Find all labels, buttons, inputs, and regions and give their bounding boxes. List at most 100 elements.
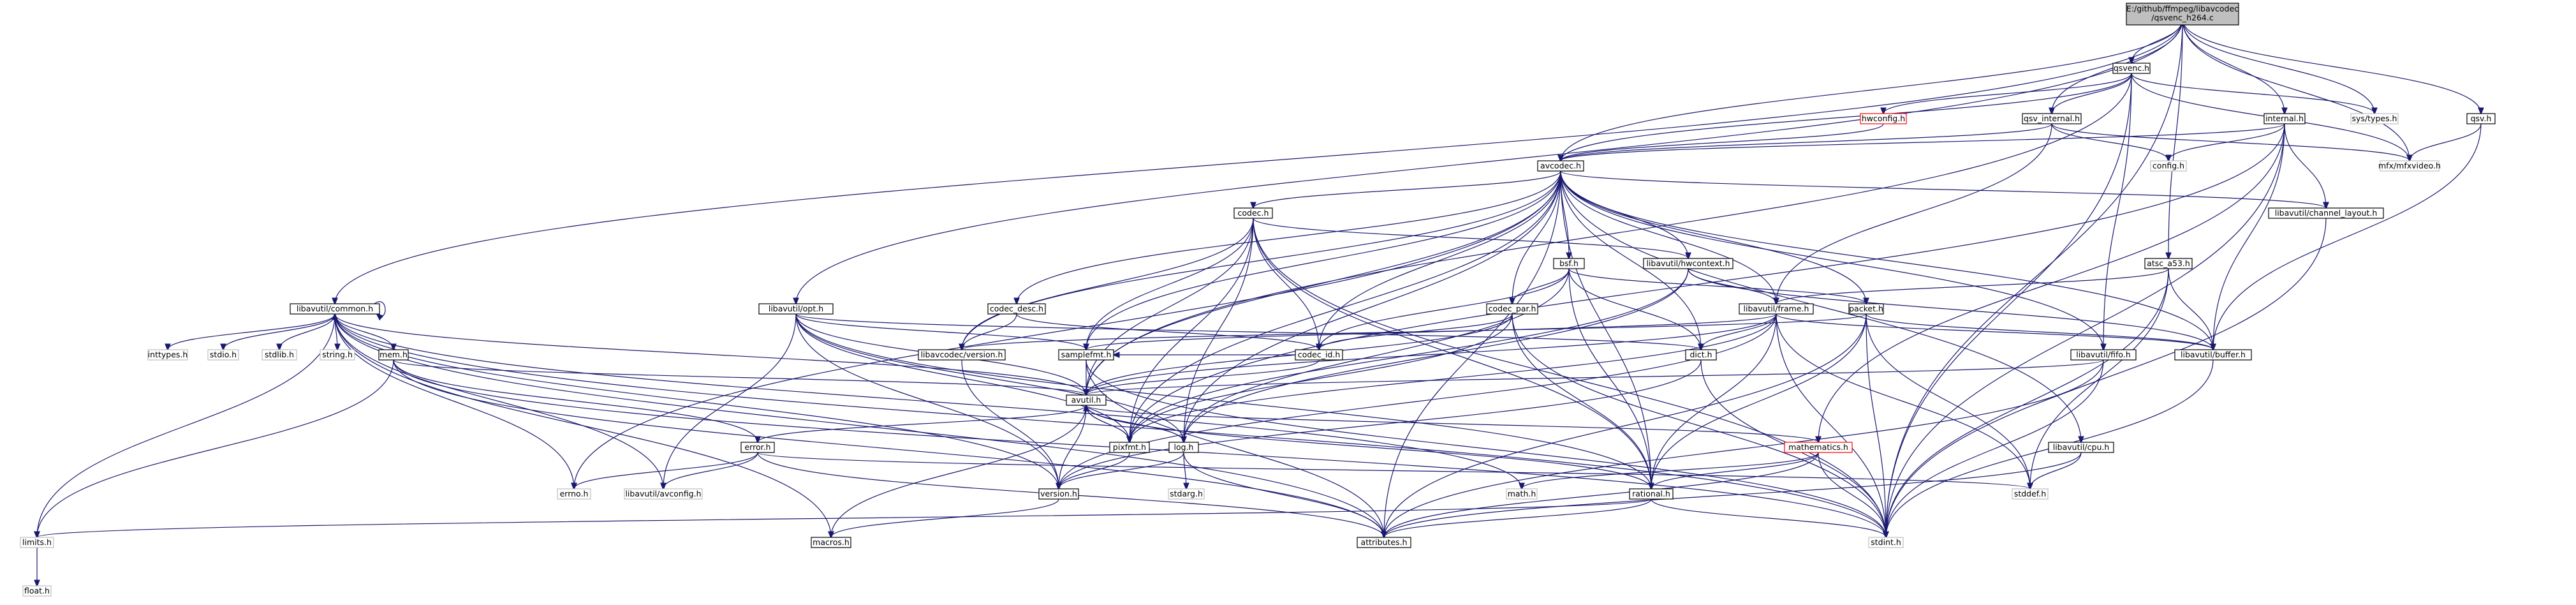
node-atsc-a53-h[interactable]: atsc_a53.h: [2144, 258, 2193, 269]
edge-codec_h-to-samplefmt_h: [1086, 218, 1254, 350]
node-box: [2150, 160, 2187, 172]
node-macros-h[interactable]: macros.h: [811, 537, 851, 548]
edge-mathematics_h-to-stdint_h: [1818, 452, 1886, 537]
node-internal-h[interactable]: internal.h: [2263, 113, 2306, 124]
edge-root-to-common_h: [335, 19, 2183, 304]
edge-common_h-to-stdint_h: [334, 313, 1886, 537]
node-packet-h[interactable]: packet.h: [1848, 303, 1884, 315]
node-qsv-internal-h[interactable]: qsv_internal.h: [2022, 113, 2082, 124]
node-error-h[interactable]: error.h: [740, 442, 775, 453]
node-label: packet.h: [1849, 304, 1883, 313]
node-label: macros.h: [813, 537, 850, 547]
edge-atsc_a53_h-to-stdint_h: [1886, 268, 2169, 537]
node-frame-h[interactable]: libavutil/frame.h: [1739, 303, 1814, 315]
node-box: [207, 349, 239, 361]
edge-qsvenc_h-to-avutil_h: [1086, 73, 2132, 395]
edge-frame_h-to-stddef_h: [1776, 313, 2030, 489]
node-hwcontext-h[interactable]: libavutil/hwcontext.h: [1643, 258, 1733, 269]
node-label: libavutil/buffer.h: [2181, 350, 2246, 359]
edge-opt_h-to-rational_h: [795, 313, 1651, 489]
node-label: mathematics.h: [1788, 442, 1848, 452]
node-buffer-h[interactable]: libavutil/buffer.h: [2174, 349, 2252, 361]
node-rational-h[interactable]: rational.h: [1629, 488, 1674, 500]
node-qsvenc-h[interactable]: qsvenc.h: [2112, 63, 2151, 74]
edge-avutil_h-to-version_h: [1059, 405, 1087, 489]
node-version-h[interactable]: version.h: [1038, 488, 1079, 500]
edge-avutil_h-to-rational_h: [1086, 405, 1651, 489]
edge-mem_h-to-avutil_h: [393, 359, 1086, 395]
edge-log_h-to-version_h: [1059, 452, 1184, 489]
node-box: [20, 537, 54, 548]
edge-opt_h-to-avconfig_h: [663, 313, 797, 489]
node-log-h[interactable]: log.h: [1168, 442, 1199, 453]
edge-avcodec_h-to-rational_h: [1560, 170, 1651, 489]
edge-frame_h-to-avutil_h: [1086, 313, 1777, 395]
node-dict-h[interactable]: dict.h: [1685, 349, 1717, 361]
edge-root-to-internal_h: [2182, 19, 2285, 114]
edge-version_h_codec-to-version_h: [961, 359, 1059, 489]
node-mem-h[interactable]: mem.h: [378, 349, 409, 361]
edge-hwcontext_h-to-buffer_h: [1688, 268, 2213, 350]
node-avutil-h[interactable]: avutil.h: [1066, 394, 1107, 406]
edge-bsf_h-to-log_h: [1184, 268, 1570, 442]
node-channel-layout-h[interactable]: libavutil/channel_layout.h: [2268, 207, 2384, 219]
node-label: codec_desc.h: [990, 304, 1043, 313]
edge-codec_par_h-to-stdint_h: [1512, 313, 1886, 537]
node-hwconfig-h[interactable]: hwconfig.h: [1860, 113, 1907, 124]
edge-qsvenc_h-to-qsv_internal_h: [2052, 73, 2132, 114]
node-mathematics-h[interactable]: mathematics.h: [1784, 442, 1853, 453]
node-label: stddef.h: [2014, 489, 2046, 498]
node-pixfmt-h[interactable]: pixfmt.h: [1109, 442, 1150, 453]
edge-packet_h-to-rational_h: [1651, 313, 1867, 489]
graph-nodes: E:/github/ffmpeg/libavcodec/qsvenc_h264.…: [20, 3, 2496, 597]
edge-dict_h-to-version_h: [1059, 359, 1702, 489]
node-label: codec_par.h: [1489, 304, 1536, 313]
node-fifo-h[interactable]: libavutil/fifo.h: [2070, 349, 2137, 361]
edge-internal_h-to-pixfmt_h: [1130, 123, 2285, 442]
node-label: attributes.h: [1361, 537, 1408, 547]
edge-frame_h-to-rational_h: [1651, 313, 1777, 489]
node-samplefmt-h[interactable]: samplefmt.h: [1058, 349, 1114, 361]
edge-root-to-atsc_a53_h: [2168, 19, 2183, 258]
node-codec-id-h[interactable]: codec_id.h: [1295, 349, 1343, 361]
node-codec-h[interactable]: codec.h: [1233, 207, 1273, 219]
edge-root-to-mfxvideo_h: [2182, 19, 2410, 161]
node-bsf-h[interactable]: bsf.h: [1553, 258, 1585, 269]
edge-avcodec_h-to-avutil_h: [1086, 170, 1561, 395]
edge-error_h-to-avconfig_h: [663, 452, 758, 489]
edge-bsf_h-to-dict_h: [1568, 268, 1701, 350]
node-box: [261, 349, 297, 361]
node-codec-desc-h[interactable]: codec_desc.h: [987, 303, 1046, 315]
node-qsv-h[interactable]: qsv.h: [2466, 113, 2496, 124]
edge-packet_h-to-attributes_h: [1384, 313, 1867, 537]
edge-samplefmt_h-to-attributes_h: [1086, 359, 1384, 537]
node-label: stdarg.h: [1170, 489, 1203, 498]
edge-root-to-qsvenc_h: [2131, 19, 2183, 63]
edge-samplefmt_h-to-stdint_h: [1086, 359, 1886, 537]
node-common-h[interactable]: libavutil/common.h: [290, 303, 380, 315]
node-avcodec-h[interactable]: avcodec.h: [1537, 160, 1584, 172]
node-box: [624, 488, 703, 500]
node-attributes-h[interactable]: attributes.h: [1357, 537, 1411, 548]
edge-internal_h-to-channel_layout_h: [2284, 123, 2326, 208]
edge-version_h-to-macros_h: [831, 498, 1059, 537]
node-box: [1643, 258, 1733, 269]
edge-avcodec_h-to-cpu_h: [1560, 170, 2081, 442]
edge-qsv_internal_h-to-frame_h: [1776, 123, 2052, 304]
edge-avcodec_h-to-errno_h: [574, 170, 1561, 489]
node-codec-par-h[interactable]: codec_par.h: [1486, 303, 1538, 315]
node-errno-h: errno.h: [557, 488, 591, 500]
node-root: E:/github/ffmpeg/libavcodec/qsvenc_h264.…: [2126, 3, 2239, 26]
edge-internal_h-to-config_h: [2168, 123, 2285, 161]
edge-frame_h-to-pixfmt_h: [1130, 313, 1777, 442]
edge-root-to-avcodec_h: [1561, 19, 2183, 161]
node-opt-h[interactable]: libavutil/opt.h: [758, 303, 834, 315]
node-label: config.h: [2153, 161, 2184, 170]
node-label: libavutil/hwcontext.h: [1646, 258, 1730, 268]
edge-avcodec_h-to-codec_h: [1253, 170, 1561, 208]
node-box: [1537, 160, 1584, 172]
node-cpu-h[interactable]: libavutil/cpu.h: [2048, 442, 2114, 453]
edge-qsvenc_h-to-hwconfig_h: [1883, 73, 2132, 114]
node-version-h-codec[interactable]: libavcodec/version.h: [918, 349, 1006, 361]
